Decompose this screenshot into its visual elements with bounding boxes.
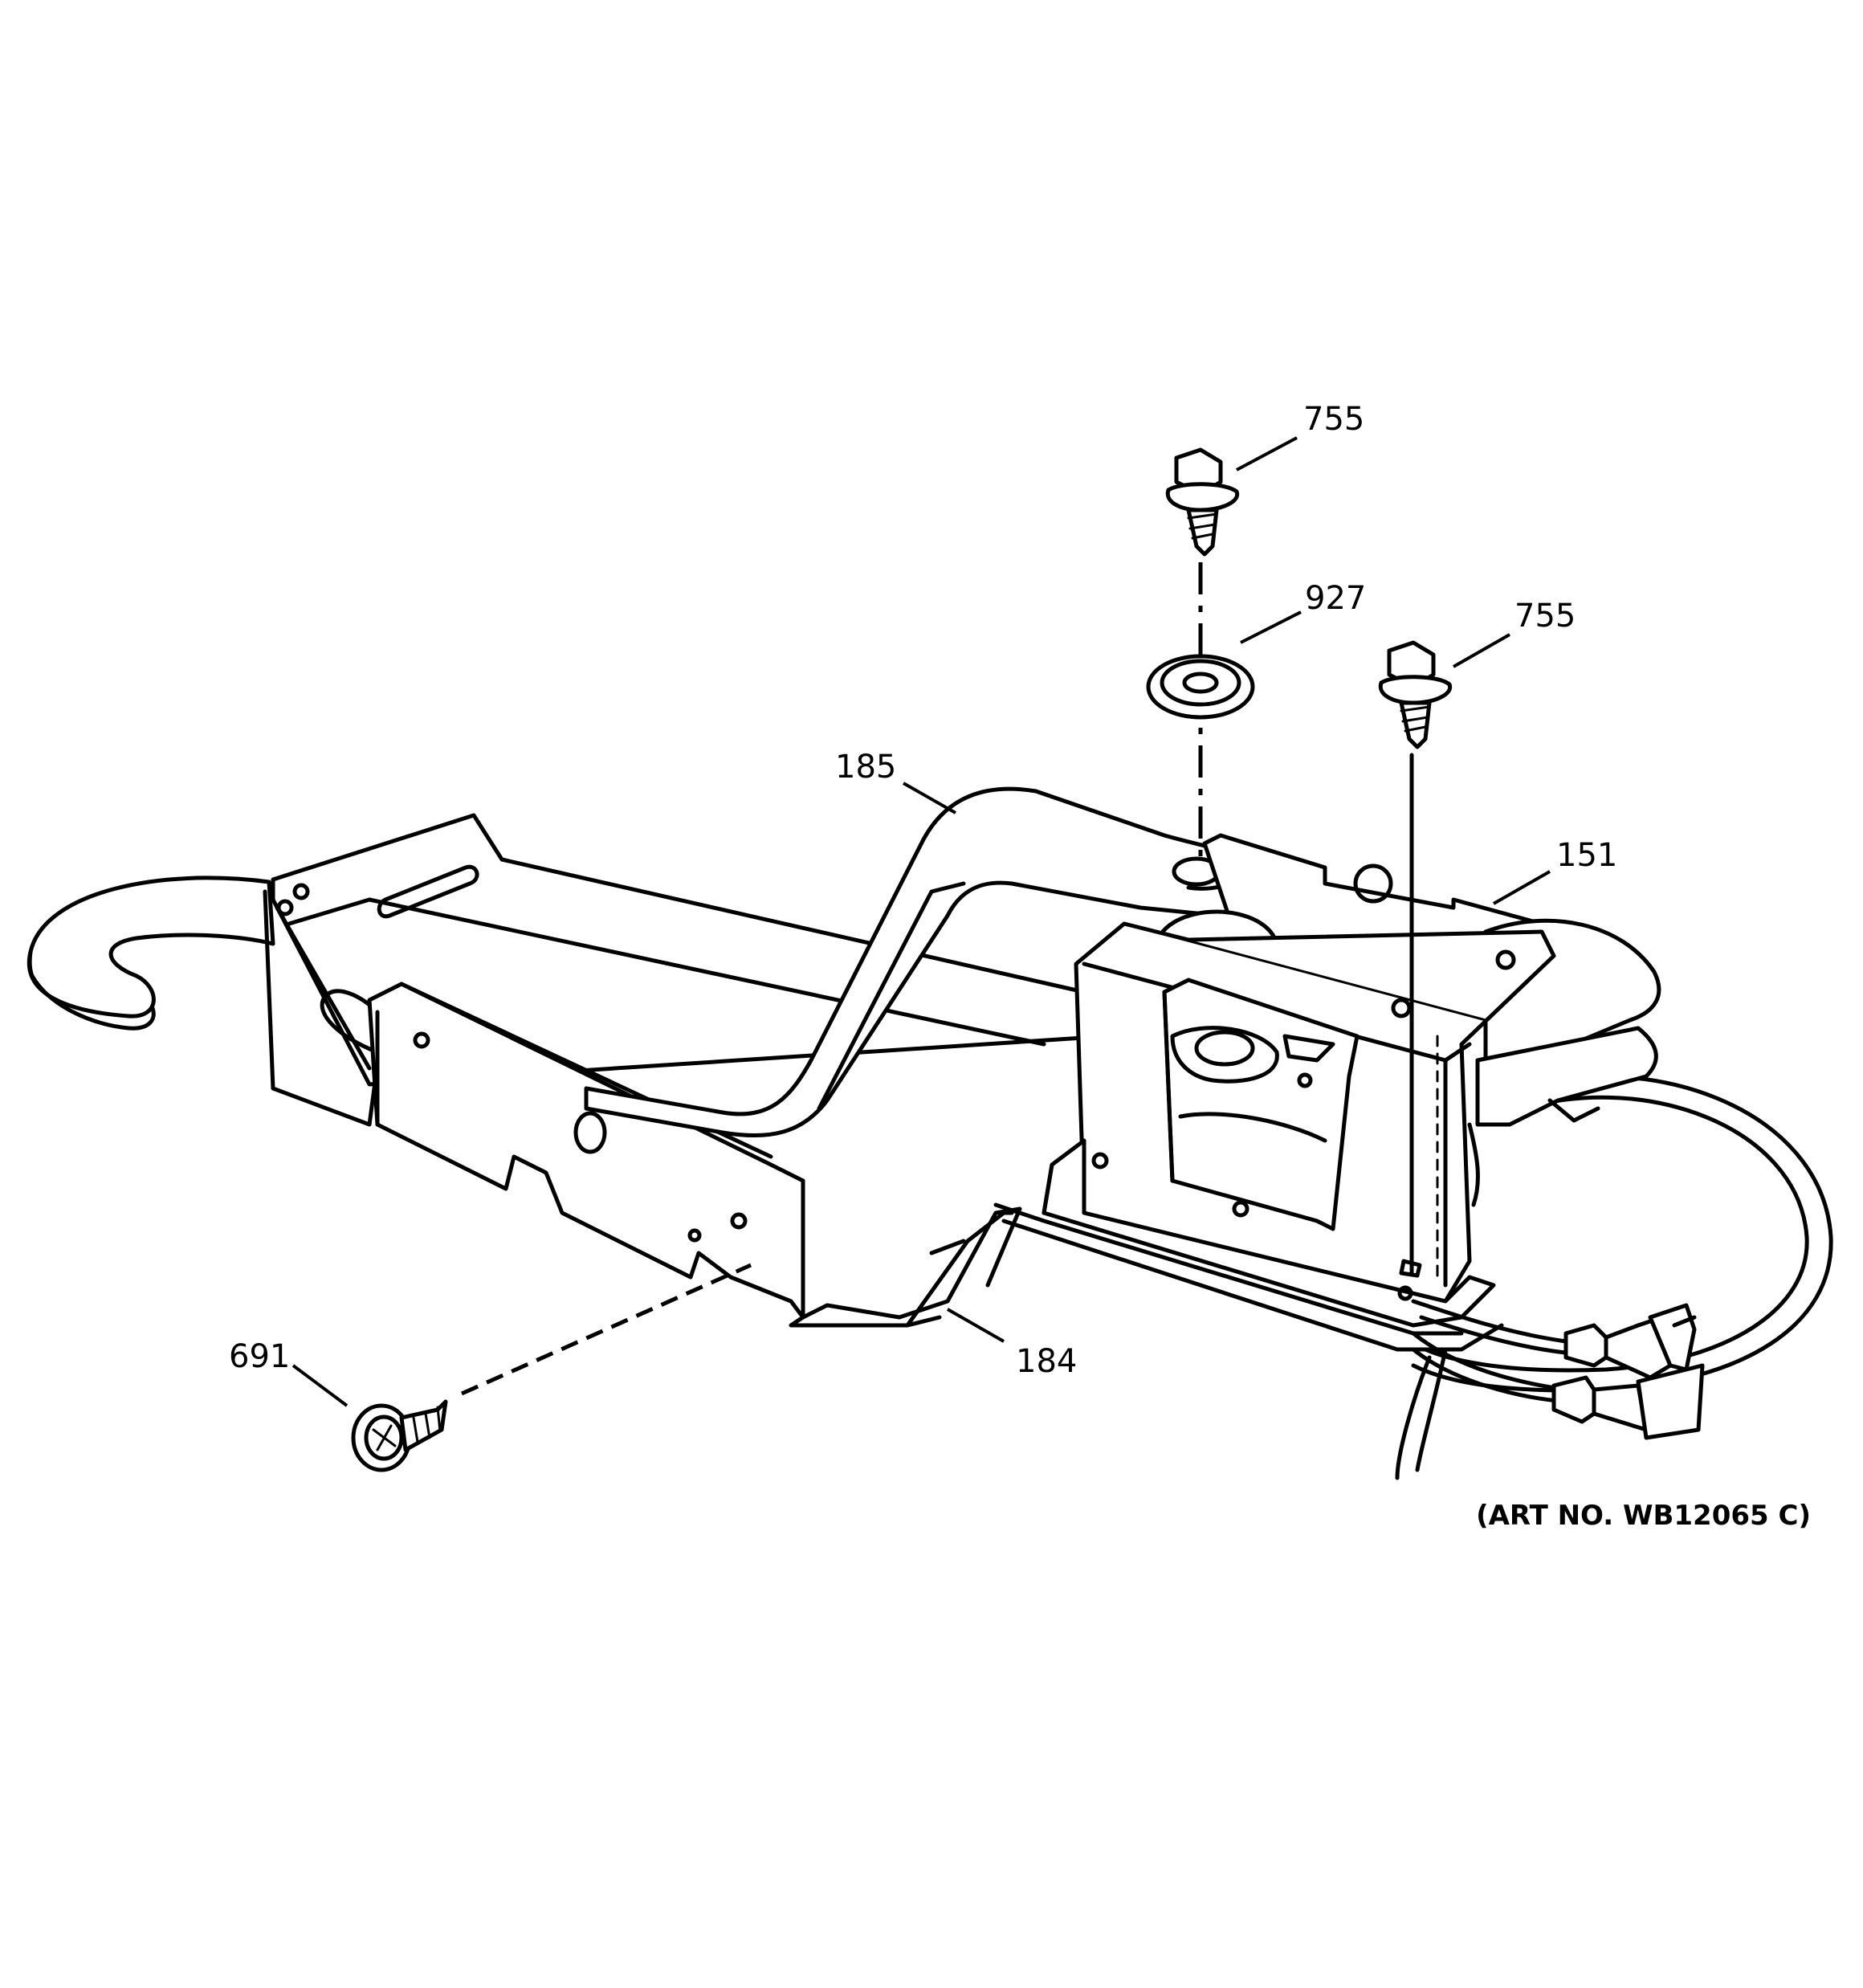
screw-691	[351, 1399, 448, 1472]
callout-755-right: 755	[1514, 598, 1576, 635]
callout-755-top: 755	[1303, 401, 1364, 438]
screw-755-top	[1165, 447, 1240, 557]
callout-691: 691	[229, 1338, 290, 1375]
art-number-label: (ART NO. WB12065 C)	[1476, 1500, 1811, 1532]
motor-assembly-151	[993, 833, 1661, 1352]
callout-185: 185	[835, 749, 896, 786]
bracket-184	[263, 813, 1111, 1328]
washer-927	[1146, 654, 1255, 720]
hanger-hook	[26, 876, 275, 1031]
screw-hole-right	[1399, 1259, 1422, 1278]
callout-927: 927	[1305, 580, 1366, 617]
callout-184: 184	[1016, 1343, 1077, 1380]
callout-151: 151	[1556, 837, 1617, 874]
round-mounting-plate	[1395, 1074, 1833, 1480]
leader-lines	[291, 436, 1551, 1407]
screw-755-right	[1378, 640, 1453, 749]
wire-leads	[1411, 1299, 1705, 1440]
axis-line-691	[460, 1263, 752, 1396]
